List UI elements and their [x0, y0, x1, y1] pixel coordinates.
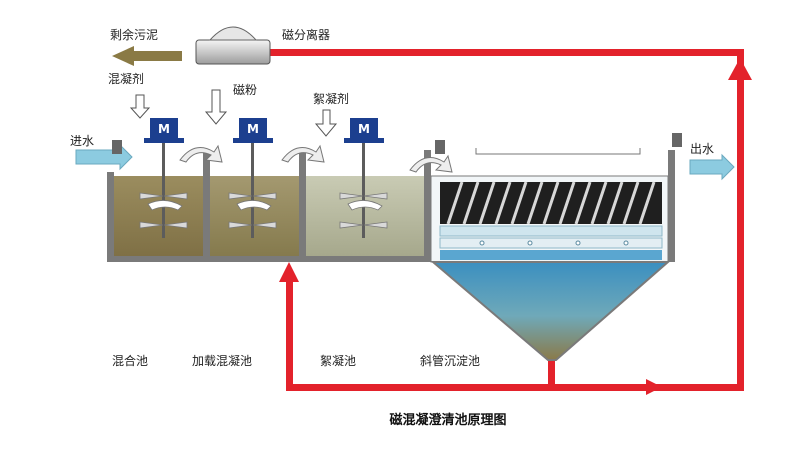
tube-stripes: [446, 181, 656, 225]
motor-3: M: [339, 118, 388, 238]
weir-post: [435, 140, 445, 154]
flocculant-label: 絮凝剂: [313, 91, 349, 106]
magnetic-separator-icon: [195, 26, 271, 65]
loaded-coagulation-tank: [210, 176, 299, 256]
pipe-left-riser: [286, 278, 293, 391]
arrow-icon: [112, 46, 182, 66]
outlet-weir: [672, 133, 682, 147]
arrow-icon: [204, 89, 228, 125]
arrow-icon: [129, 94, 151, 119]
motor-icon: [350, 118, 378, 138]
pipe-cone-outlet: [548, 356, 555, 391]
stirrer-shaft: [362, 143, 365, 238]
loaded-coag-tank-label: 加载混凝池: [192, 353, 252, 368]
motor-2: M: [228, 118, 277, 238]
motor-1: M: [139, 118, 188, 238]
arrow-icon: [409, 154, 453, 173]
water-out-label: 出水: [690, 142, 714, 156]
tank-walls: [107, 150, 675, 262]
motor-label: M: [247, 122, 259, 136]
arrow-icon: [689, 153, 735, 181]
sludge-return-pipe: [268, 49, 752, 395]
motor-icon: [150, 118, 178, 138]
arrow-icon: [179, 144, 223, 163]
arrow-icon: [279, 262, 299, 282]
stirrer-icon: [139, 192, 188, 229]
arrow-icon: [281, 144, 325, 163]
sedimentation-tank: [430, 175, 669, 263]
coagulant-label: 混凝剂: [108, 71, 144, 86]
magnetic-powder-label: 磁粉: [233, 82, 257, 97]
pipe-top-segment: [268, 49, 744, 56]
mixing-tank: [114, 176, 203, 256]
motor-label: M: [158, 122, 170, 136]
dosing-arrows: [129, 89, 338, 137]
water-in-label: 进水: [70, 134, 94, 148]
bracket-line: [475, 148, 641, 155]
surplus-sludge-label: 剩余污泥: [110, 27, 158, 42]
stirrer-icon: [228, 192, 277, 229]
sedimentation-cone: [430, 261, 671, 361]
arrow-icon: [314, 109, 338, 137]
stirrer-shaft: [251, 143, 254, 238]
mixing-tank-label: 混合池: [112, 353, 148, 368]
sed-tank-label: 斜管沉淀池: [420, 353, 480, 368]
motor-label: M: [358, 122, 370, 136]
arrow-icon: [75, 143, 133, 171]
magnetic-separator-label: 磁分离器: [282, 27, 330, 42]
stirrer-shaft: [162, 143, 165, 238]
pipe-bottom-segment: [286, 384, 744, 391]
floc-tank-label: 絮凝池: [320, 353, 356, 368]
inlet-weir: [112, 140, 122, 154]
motor-icon: [239, 118, 267, 138]
stirrer-icon: [339, 192, 388, 229]
distribution-holes: [479, 240, 629, 246]
arrow-icon: [646, 379, 662, 395]
pipe-right-riser: [737, 56, 744, 391]
arrow-icon: [728, 58, 752, 80]
diagram-caption: 磁混凝澄清池原理图: [389, 412, 506, 428]
overflow-arrows: [179, 144, 453, 173]
